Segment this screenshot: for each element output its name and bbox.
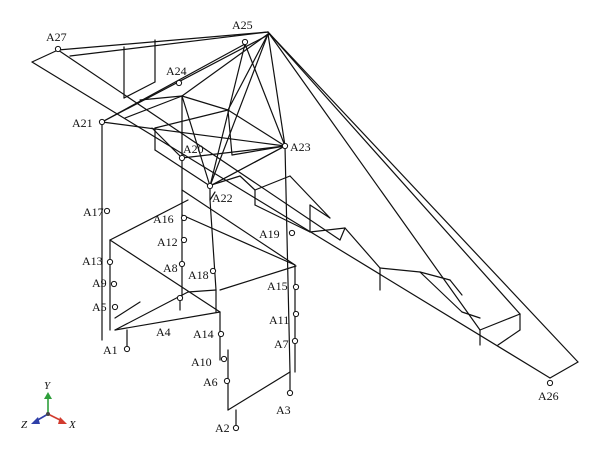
joint-marker-a9 — [110, 280, 118, 288]
joint-marker-a16 — [180, 214, 188, 222]
label-A18: A18 — [188, 268, 209, 282]
joint-marker-a24 — [175, 79, 183, 87]
joint-marker-a11 — [292, 310, 300, 318]
joint-marker-a21 — [98, 118, 106, 126]
label-A23: A23 — [290, 140, 311, 154]
joint-marker-a19 — [288, 229, 296, 237]
joint-marker-a22 — [206, 182, 214, 190]
joint-marker-a15 — [292, 283, 300, 291]
joint-marker-a27 — [54, 45, 62, 53]
label-A10: A10 — [191, 355, 212, 369]
joint-marker-a10 — [220, 355, 228, 363]
x-axis-head — [58, 417, 67, 424]
label-A2: A2 — [215, 421, 230, 435]
label-A16: A16 — [153, 212, 174, 226]
label-A3: A3 — [276, 403, 291, 417]
joint-marker-a18 — [209, 267, 217, 275]
joint-markers — [54, 38, 554, 432]
label-A8: A8 — [163, 261, 178, 275]
joint-marker-a8 — [178, 260, 186, 268]
joint-marker-a2 — [232, 424, 240, 432]
triad-origin — [46, 412, 50, 416]
label-A7: A7 — [274, 337, 289, 351]
joint-marker-a1 — [123, 345, 131, 353]
joint-marker-a13 — [106, 258, 114, 266]
label-A19: A19 — [259, 227, 280, 241]
axis-label-z: Z — [21, 419, 28, 431]
label-A6: A6 — [203, 375, 218, 389]
y-axis-head — [44, 392, 52, 399]
joint-marker-a3 — [286, 389, 294, 397]
joint-marker-a4 — [176, 294, 184, 302]
label-A14: A14 — [193, 327, 214, 341]
label-A15: A15 — [267, 279, 288, 293]
label-A20: A20 — [183, 142, 204, 156]
axis-label-x: X — [68, 419, 77, 431]
label-A5: A5 — [92, 300, 107, 314]
joint-marker-a12 — [180, 236, 188, 244]
label-A22: A22 — [212, 191, 233, 205]
joint-marker-a26 — [546, 379, 554, 387]
joint-marker-a6 — [223, 377, 231, 385]
label-A4: A4 — [156, 325, 171, 339]
label-A1: A1 — [103, 343, 118, 357]
axis-triad: Y Z X — [21, 380, 77, 431]
label-A13: A13 — [82, 254, 103, 268]
joint-marker-a25 — [241, 38, 249, 46]
frame-lines — [31, 31, 579, 429]
joint-labels: A1 A2 A3 A4 A5 A6 A7 A8 A9 A10 A11 A12 A… — [46, 18, 559, 435]
joint-marker-a23 — [281, 142, 289, 150]
label-A9: A9 — [92, 276, 107, 290]
label-A27: A27 — [46, 30, 67, 44]
label-A12: A12 — [157, 235, 178, 249]
joint-marker-a20 — [178, 154, 186, 162]
label-A25: A25 — [232, 18, 253, 32]
joint-marker-a17 — [103, 207, 111, 215]
label-A26: A26 — [538, 389, 559, 403]
joint-marker-a5 — [111, 303, 119, 311]
label-A17: A17 — [83, 205, 104, 219]
label-A21: A21 — [72, 116, 93, 130]
z-axis-head — [31, 417, 40, 424]
label-A11: A11 — [269, 313, 289, 327]
joint-marker-a14 — [217, 330, 225, 338]
joint-marker-a7 — [291, 337, 299, 345]
label-A24: A24 — [166, 64, 187, 78]
axis-label-y: Y — [44, 380, 52, 392]
